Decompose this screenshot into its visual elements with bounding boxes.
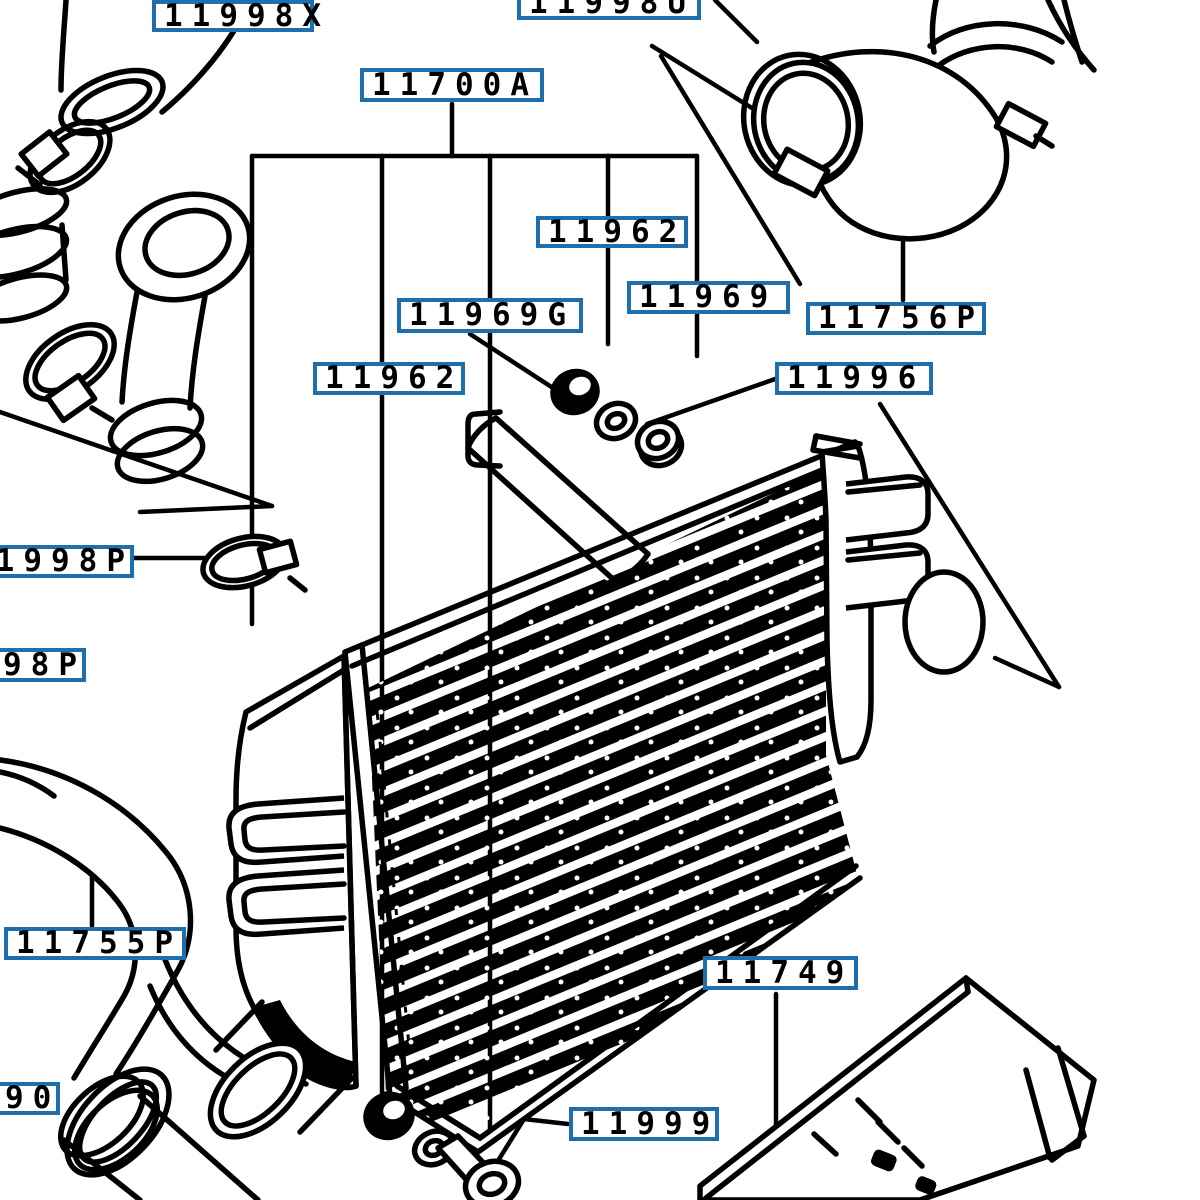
mount-grommet-bottom bbox=[363, 1091, 415, 1141]
hose-clamp-11998P bbox=[200, 533, 308, 593]
intercooler-core bbox=[342, 439, 863, 1156]
lower-left-hose bbox=[0, 757, 194, 1178]
air-guide-duct-11749 bbox=[697, 975, 1097, 1200]
part-label-11756P[interactable]: 11756P bbox=[806, 302, 986, 335]
intercooler-left-tank bbox=[147, 653, 359, 1095]
part-label-11755P[interactable]: 11755P bbox=[4, 927, 186, 960]
part-label-11749[interactable]: 11749 bbox=[703, 956, 858, 990]
part-label-11962-a[interactable]: 11962 bbox=[536, 216, 688, 248]
part-label-11996[interactable]: 11996 bbox=[775, 362, 933, 395]
part-label-11998X[interactable]: 11998X bbox=[152, 0, 321, 32]
mount-bolt-11999 bbox=[435, 1133, 522, 1200]
hose-clamp-left-lower bbox=[23, 322, 117, 424]
part-label-11999[interactable]: 11999 bbox=[569, 1107, 719, 1141]
mount-grommet-top bbox=[550, 368, 600, 416]
part-label-11969G[interactable]: 11969G bbox=[397, 298, 583, 333]
part-label-11998P-b[interactable]: 11998P bbox=[0, 648, 86, 682]
hose-clamp-11998U bbox=[740, 51, 864, 199]
intake-pipe-flange bbox=[107, 191, 253, 485]
upper-pipe-into-hose bbox=[927, 0, 1097, 150]
part-label-11962-b[interactable]: 11962 bbox=[313, 362, 465, 395]
hose-clamp-top-left bbox=[15, 118, 113, 196]
intercooler-right-tank bbox=[810, 433, 986, 765]
intercooler-hose-11756P bbox=[750, 48, 1010, 242]
part-label-11998U[interactable]: 11998U bbox=[517, 0, 701, 20]
top-mount-strap bbox=[465, 409, 651, 583]
left-edge-pipe-joint bbox=[0, 185, 70, 324]
part-label-11998P-a[interactable]: 11998P bbox=[0, 545, 134, 578]
part-label-11969[interactable]: 11969 bbox=[627, 281, 790, 314]
mount-washer-top bbox=[593, 400, 639, 442]
part-label-11700A[interactable]: 11700A bbox=[360, 68, 544, 102]
intercooler-inlet-pipe-11755P bbox=[207, 999, 355, 1140]
outlet-port bbox=[902, 569, 986, 675]
lower-left-pipe-11990 bbox=[57, 1073, 261, 1200]
mount-nut-top bbox=[634, 418, 685, 469]
part-label-11990[interactable]: 11990 bbox=[0, 1082, 60, 1115]
